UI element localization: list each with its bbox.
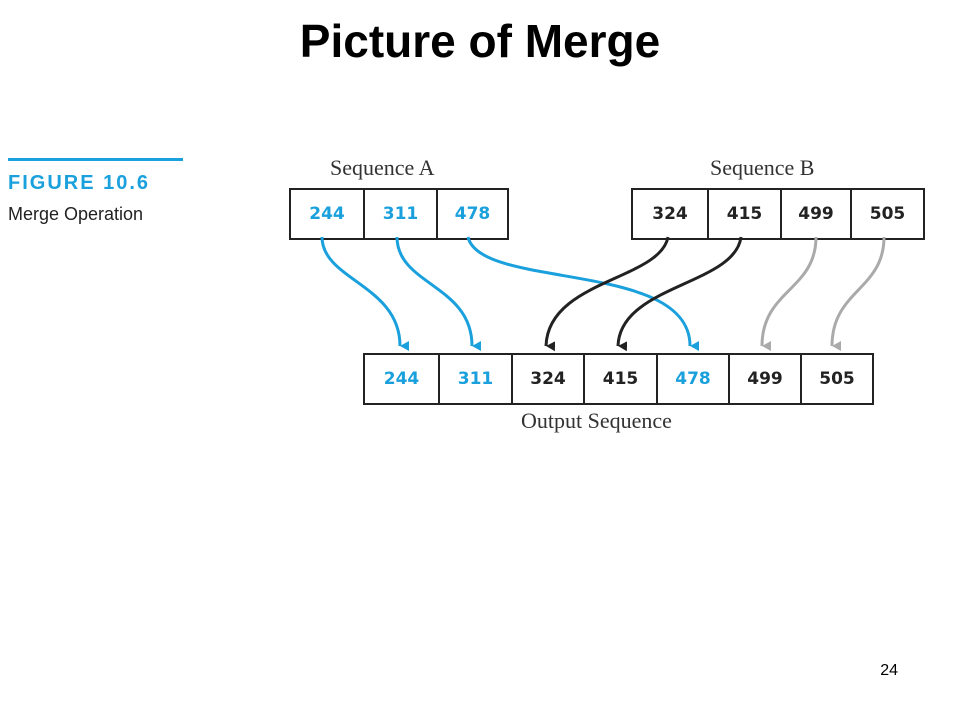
- sequence-b-cell: 499: [780, 190, 850, 238]
- slide-title: Picture of Merge: [299, 15, 661, 67]
- arrow-478: [466, 236, 700, 351]
- figure-caption: Merge Operation: [8, 204, 144, 224]
- arrow-415: [616, 236, 743, 352]
- sequence-b-cell: 324: [652, 204, 688, 224]
- sequence-a-cell: 244: [309, 204, 345, 224]
- output-cell: 311: [438, 355, 511, 403]
- output-cell: 324: [511, 355, 583, 403]
- arrow-505: [830, 236, 886, 352]
- sequence-a-cell: 311: [363, 190, 436, 238]
- sequence-a-row: 244 311 478: [289, 188, 509, 240]
- output-cell: 505: [800, 355, 872, 403]
- sequence-b-label: Sequence B: [710, 155, 815, 180]
- output-cell: 478: [656, 355, 728, 403]
- page-number: 24: [880, 662, 898, 679]
- output-row: 244 311 324 415 478 499 505: [363, 353, 874, 405]
- arrow-324: [544, 236, 670, 352]
- sequence-a-cell: 478: [436, 190, 507, 238]
- arrow-311: [395, 236, 482, 351]
- output-cell: 499: [728, 355, 800, 403]
- output-cell: 244: [383, 369, 420, 389]
- sequence-b-cell: 505: [850, 190, 923, 238]
- output-sequence-label: Output Sequence: [521, 408, 672, 433]
- arrow-244: [320, 236, 410, 351]
- sequence-a-label: Sequence A: [330, 155, 435, 180]
- arrow-499: [760, 236, 818, 352]
- output-cell: 415: [583, 355, 656, 403]
- sequence-b-row: 324 415 499 505: [631, 188, 925, 240]
- figure-rule: [8, 158, 183, 161]
- sequence-b-cell: 415: [707, 190, 780, 238]
- figure-label: FIGURE 10.6: [8, 172, 151, 194]
